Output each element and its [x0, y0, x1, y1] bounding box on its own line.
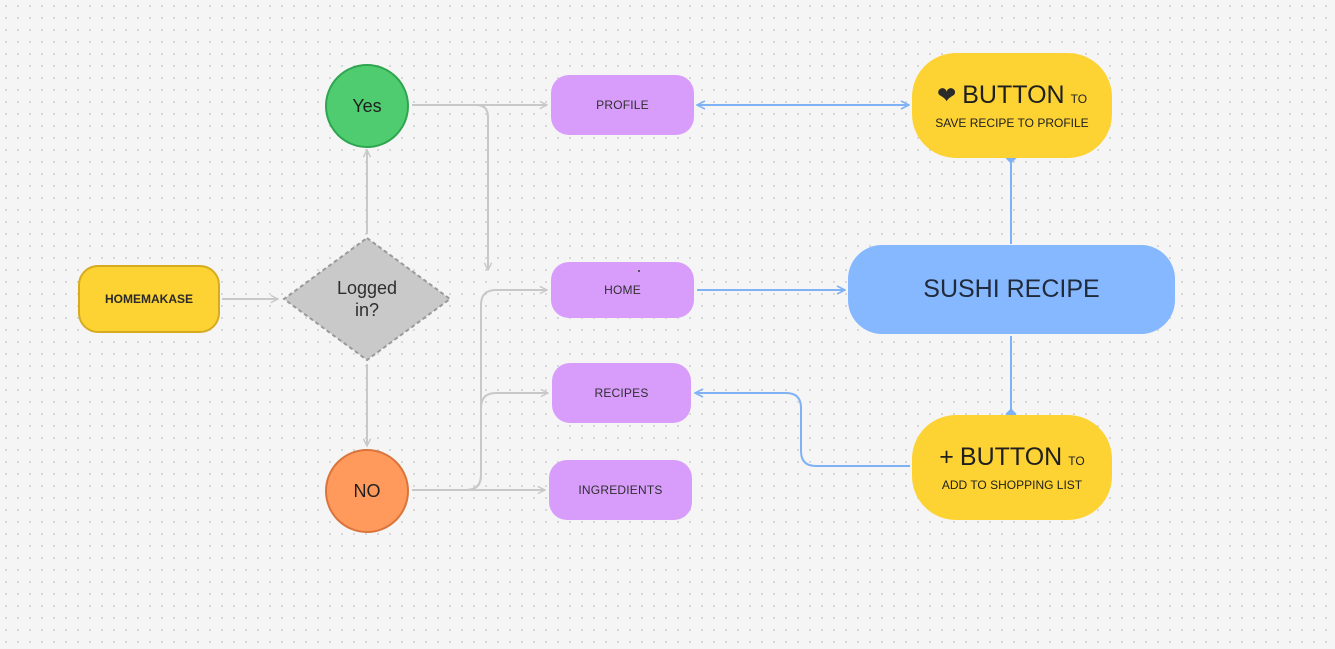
- page-label-ingredients: INGREDIENTS: [578, 483, 663, 497]
- decision-label: Logged in?: [336, 278, 398, 320]
- stray-mark: [638, 270, 640, 272]
- add-to-list-card[interactable]: + BUTTON TO ADD TO SHOPPING LIST: [912, 415, 1112, 520]
- recipe-node-sushi[interactable]: SUSHI RECIPE: [848, 245, 1175, 334]
- start-node-homemakase[interactable]: HOMEMAKASE: [78, 265, 220, 333]
- save-card-title: BUTTON: [962, 81, 1065, 109]
- connector-yes-to-home: [412, 104, 488, 270]
- page-label-home: HOME: [604, 283, 641, 297]
- no-node[interactable]: NO: [325, 449, 409, 533]
- add-card-to: TO: [1068, 454, 1085, 468]
- add-card-subtitle: ADD TO SHOPPING LIST: [941, 478, 1083, 492]
- decision-diamond: [282, 236, 452, 362]
- connector-add-button-to-recipes: [695, 393, 910, 467]
- page-node-recipes[interactable]: RECIPES: [552, 363, 691, 423]
- save-card-to: TO: [1070, 92, 1088, 106]
- decision-node-logged-in[interactable]: Logged in?: [282, 236, 452, 362]
- blue-connectors: [695, 105, 1012, 467]
- save-recipe-card[interactable]: ❤ BUTTON TO SAVE RECIPE TO PROFILE: [912, 53, 1112, 158]
- yes-node[interactable]: Yes: [325, 64, 409, 148]
- save-card-subtitle: SAVE RECIPE TO PROFILE: [935, 116, 1089, 130]
- yes-label: Yes: [352, 95, 382, 116]
- plus-icon: +: [939, 443, 954, 471]
- gray-connectors: [222, 105, 548, 490]
- no-label: NO: [353, 480, 381, 501]
- add-card-title: BUTTON: [959, 443, 1063, 471]
- start-node-label: HOMEMAKASE: [104, 292, 193, 306]
- heart-icon: ❤: [936, 82, 957, 108]
- page-node-home[interactable]: HOME: [551, 262, 694, 318]
- recipe-label: SUSHI RECIPE: [923, 275, 1100, 303]
- page-node-profile[interactable]: PROFILE: [551, 75, 694, 135]
- page-label-recipes: RECIPES: [594, 386, 649, 400]
- save-card-title-row: ❤ BUTTON TO: [937, 81, 1087, 110]
- page-label-profile: PROFILE: [596, 98, 649, 112]
- page-node-ingredients[interactable]: INGREDIENTS: [549, 460, 692, 520]
- add-card-title-row: + BUTTON TO: [939, 443, 1084, 472]
